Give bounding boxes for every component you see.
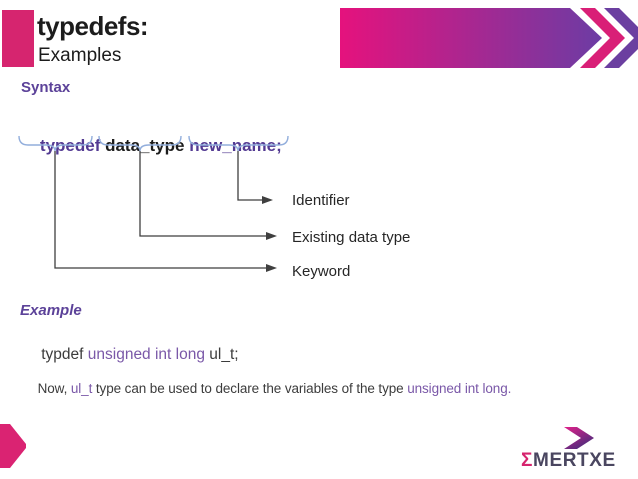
example-code-prefix: typdef (41, 346, 88, 363)
logo-chevron-icon (564, 427, 594, 449)
annotation-label-keyword: Keyword (292, 263, 351, 280)
example-note-text-2: type can be used to declare the variable… (92, 381, 408, 396)
syntax-heading: Syntax (21, 79, 71, 96)
arrowhead-existing-type-icon (266, 232, 277, 240)
page-title: typedefs: (37, 11, 149, 41)
syntax-code-identifier: new_name; (184, 136, 282, 155)
arrowhead-keyword-icon (266, 264, 277, 272)
logo-name: MERTXE (533, 450, 616, 471)
header-banner-arrow-graphic (340, 8, 638, 68)
arrowhead-identifier-icon (262, 196, 273, 204)
example-code-type: unsigned int long (87, 346, 205, 363)
syntax-code-line: typedef data_type new_name; (21, 116, 282, 176)
example-heading: Example (20, 302, 82, 319)
logo-sigma: Σ (521, 450, 534, 471)
corner-arrow-graphic (0, 424, 26, 468)
example-note-text-1: Now, (37, 381, 71, 396)
title-accent-square (2, 10, 34, 67)
banner-chevron-pink-icon (580, 8, 625, 68)
page-subtitle: Examples (38, 45, 122, 66)
annotation-label-existing-type: Existing data type (292, 229, 411, 246)
banner-chevron-purple-icon (604, 8, 638, 68)
annotation-label-identifier: Identifier (292, 192, 350, 209)
example-code-line: typdef unsigned int long ul_t; (24, 328, 239, 382)
example-note-line: Now, ul_t type can be used to declare th… (23, 366, 512, 411)
corner-arrow-icon (0, 424, 26, 468)
arrowheads (262, 196, 277, 272)
logo-wordmark: ΣMERTXE (521, 450, 616, 472)
example-note-alias: ul_t (70, 381, 93, 396)
syntax-code-existing-type: data_type (100, 136, 185, 155)
banner-bar (340, 8, 602, 68)
syntax-code-keyword: typedef (39, 136, 101, 155)
example-code-alias: ul_t; (204, 346, 239, 363)
example-note-type: unsigned int long. (407, 381, 512, 396)
